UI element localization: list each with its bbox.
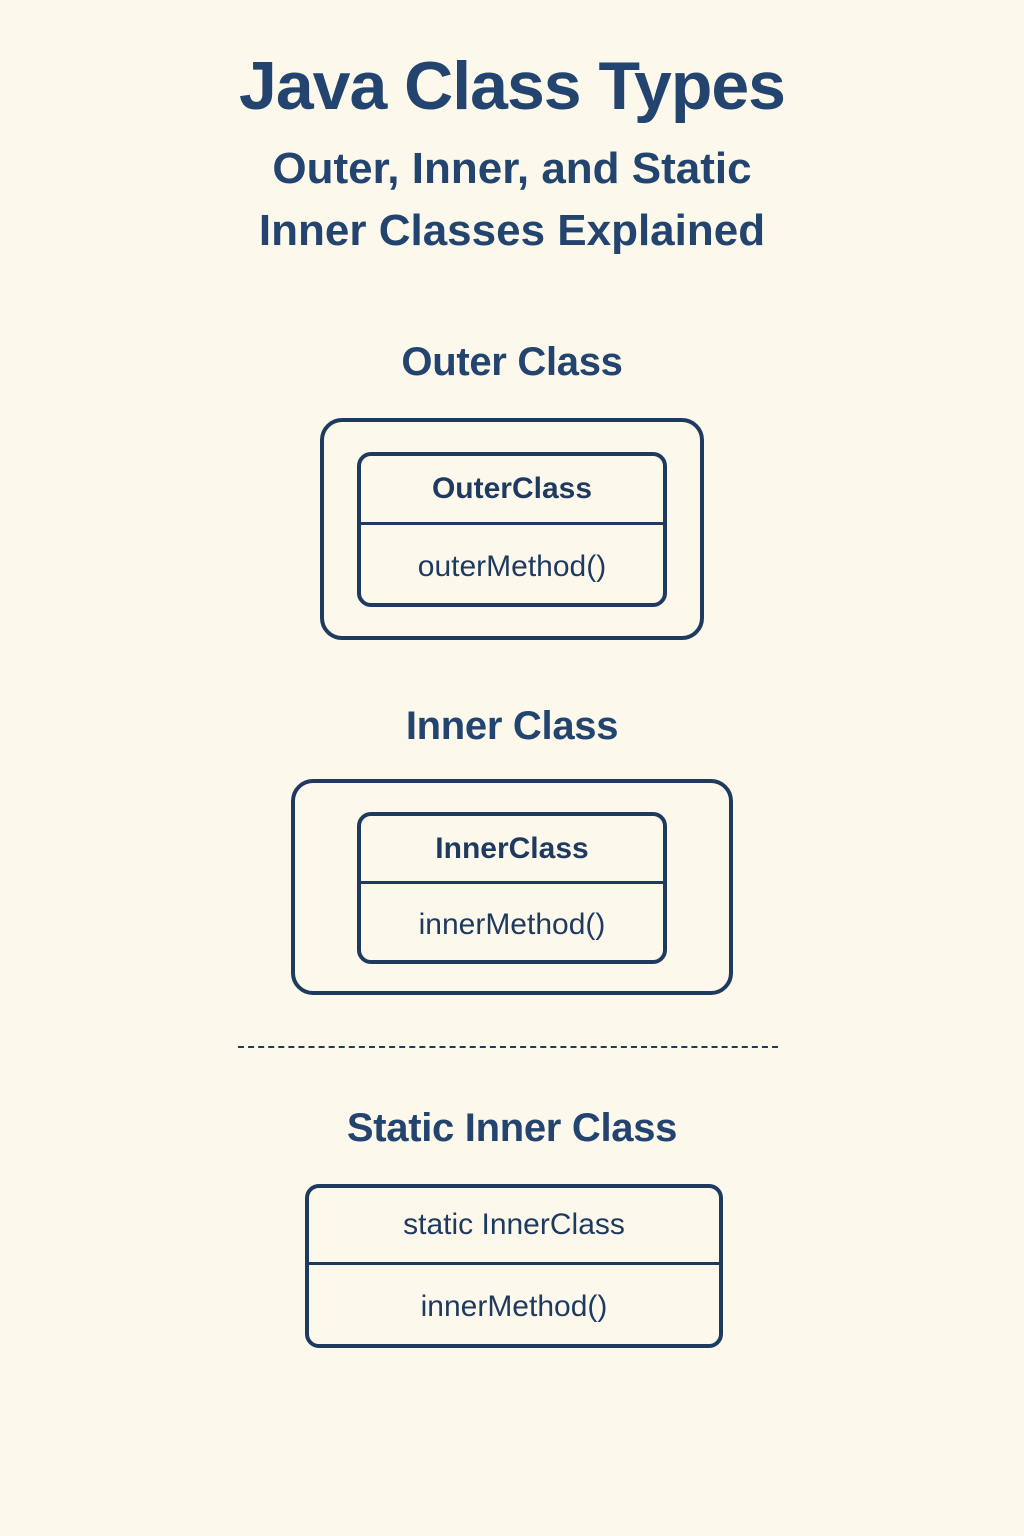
uml-class-name-inner: InnerClass [361,816,663,884]
dashed-divider [238,1046,778,1048]
outer-class-wrapper-box [320,418,704,640]
uml-class-name-outer: OuterClass [361,456,663,525]
header: Java Class Types Outer, Inner, and Stati… [0,52,1024,263]
uml-class-name-static-inner: static InnerClass [309,1188,719,1265]
page-subtitle: Outer, Inner, and Static Inner Classes E… [0,138,1024,263]
uml-class-method-static-inner: innerMethod() [420,1290,608,1323]
inner-class-wrapper-box [291,779,733,995]
section-heading-inner-class: Inner Class [405,704,619,748]
subtitle-line-1: Outer, Inner, and Static [272,144,752,193]
section-heading-static-inner-class: Static Inner Class [346,1106,678,1150]
section-heading-outer-class: Outer Class [401,340,623,384]
uml-class-box-inner: InnerClass innerMethod() [357,812,667,964]
page-title: Java Class Types [239,48,786,124]
uml-class-method-outer: outerMethod() [417,549,607,583]
uml-class-method-inner: innerMethod() [418,907,606,941]
uml-class-box-static-inner: static InnerClass innerMethod() [305,1184,723,1348]
subtitle-line-2: Inner Classes Explained [258,206,766,256]
uml-class-box-outer: OuterClass outerMethod() [357,452,667,607]
